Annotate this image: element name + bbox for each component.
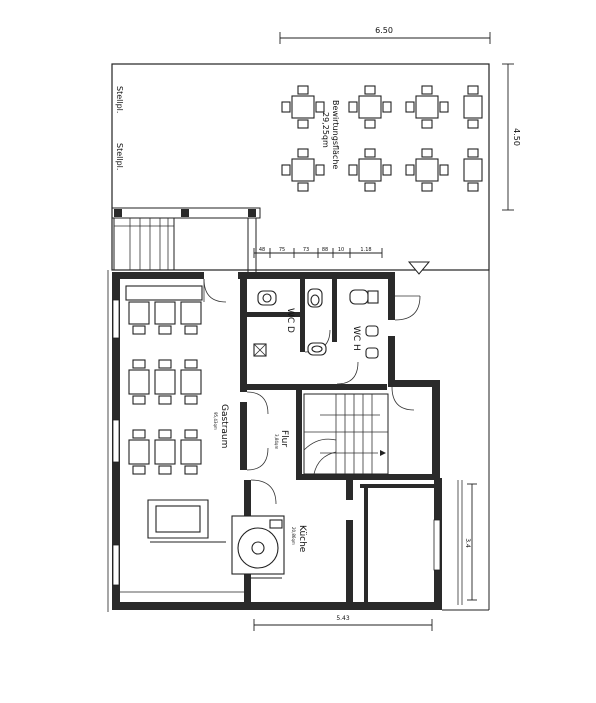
- segment-label: 73: [303, 247, 309, 253]
- wc-d-label: WC D: [285, 308, 295, 333]
- kueche-area-label: 20,86qm: [291, 527, 296, 545]
- right-windows: [433, 480, 463, 605]
- terrace-table: [463, 85, 483, 129]
- terrace-table: [348, 85, 392, 129]
- segment-label: 1.18: [360, 247, 371, 253]
- segment-label: 75: [279, 247, 285, 253]
- terrace-area-label: 29,25qm: [321, 112, 330, 148]
- segment-label: 88: [322, 247, 328, 253]
- terrace-table: [463, 148, 483, 192]
- entrance-marker: [407, 261, 431, 275]
- flur-room: Flur 3,84qm: [274, 430, 289, 449]
- kueche-label: Küche: [297, 525, 307, 553]
- dimension-right-side: 3.4: [464, 483, 477, 601]
- dimension-bottom-label: 5.43: [336, 615, 350, 622]
- terrace-area: Stellpl. Stellpl. Bewirtungsfläche 29,25…: [111, 63, 490, 271]
- kueche-room: Küche 20,86qm: [231, 515, 307, 579]
- terrace-furniture: [281, 85, 483, 192]
- wc-fixtures: WC D WC H: [253, 288, 379, 359]
- flur-area-label: 3,84qm: [274, 434, 279, 449]
- wc-h-label: WC H: [351, 326, 361, 351]
- segment-label: 48: [259, 247, 265, 253]
- terrace-table: [281, 148, 325, 192]
- dimension-top-label: 6.50: [375, 26, 393, 35]
- dimension-top: 6.50: [279, 26, 491, 44]
- terrace-table: [405, 148, 449, 192]
- dimension-right-label: 4.50: [512, 128, 521, 146]
- dimension-bottom: 5.43: [253, 615, 433, 631]
- dimension-right: 4.50: [502, 63, 521, 211]
- segment-label: 10: [338, 247, 344, 253]
- terrace-table: [405, 85, 449, 129]
- indoor-stairs: [303, 393, 389, 475]
- outside-stairs: [111, 207, 261, 272]
- segment-dimensions: 48 75 73 88 10 1.18: [253, 247, 383, 258]
- terrace-table: [348, 148, 392, 192]
- gastraum-label: Gastraum: [219, 404, 229, 448]
- stellplatz-lower-label: Stellpl.: [115, 143, 124, 170]
- gastraum-furniture: Gastraum 95,43qm: [125, 285, 229, 543]
- gastraum-area-label: 95,43qm: [213, 412, 218, 430]
- terrace-title: Bewirtungsfläche: [331, 100, 340, 169]
- stellplatz-upper-label: Stellpl.: [115, 86, 124, 113]
- dimension-right-side-label: 3.4: [464, 538, 471, 548]
- terrace-table: [281, 85, 325, 129]
- flur-label: Flur: [279, 430, 289, 447]
